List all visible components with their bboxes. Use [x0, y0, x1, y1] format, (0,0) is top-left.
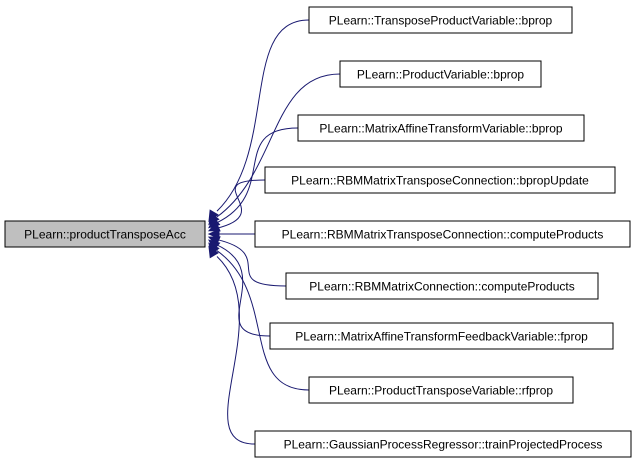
root-node[interactable]: PLearn::productTransposeAcc — [4, 220, 206, 248]
root-node-box — [4, 220, 206, 248]
caller-node-box — [308, 376, 574, 404]
caller-node[interactable]: PLearn::MatrixAffineTransformFeedbackVar… — [269, 322, 614, 350]
call-edge — [208, 245, 256, 445]
call-edge — [207, 228, 255, 240]
call-edge-arrowhead — [207, 221, 221, 232]
caller-node-label: PLearn::TransposeProductVariable::bprop — [329, 14, 553, 28]
call-edge — [208, 73, 341, 226]
caller-node[interactable]: PLearn::ProductVariable::bprop — [339, 60, 542, 88]
caller-node[interactable]: PLearn::GaussianProcessRegressor::trainP… — [254, 430, 632, 458]
call-edge — [208, 242, 310, 391]
caller-node-box — [339, 60, 542, 88]
caller-node-box — [285, 272, 599, 300]
caller-node[interactable]: PLearn::RBMMatrixConnection::computeProd… — [285, 272, 599, 300]
caller-node-label: PLearn::RBMMatrixConnection::computeProd… — [309, 280, 574, 294]
edges-layer — [207, 19, 341, 445]
caller-node-label: PLearn::RBMMatrixTransposeConnection::co… — [282, 228, 604, 242]
call-edge-line — [216, 250, 310, 391]
caller-node-label: PLearn::ProductVariable::bprop — [357, 68, 525, 82]
caller-node-box — [308, 6, 573, 34]
caller-node[interactable]: PLearn::RBMMatrixTransposeConnection::bp… — [264, 166, 616, 194]
caller-node-box — [269, 322, 614, 350]
call-edge-arrowhead — [208, 245, 219, 259]
caller-node-box — [254, 220, 631, 248]
caller-node[interactable]: PLearn::ProductTransposeVariable::rfprop — [308, 376, 574, 404]
caller-node-label: PLearn::MatrixAffineTransformVariable::b… — [319, 122, 563, 136]
call-edge-line — [216, 19, 310, 212]
caller-node-label: PLearn::ProductTransposeVariable::rfprop — [329, 384, 553, 398]
call-edge-line — [216, 73, 341, 218]
call-edge-line — [216, 256, 256, 445]
call-edge-arrowhead — [207, 228, 220, 240]
caller-node-label: PLearn::MatrixAffineTransformFeedbackVar… — [295, 330, 588, 344]
call-edge — [207, 179, 266, 232]
caller-node-box — [297, 114, 585, 142]
call-edge-line — [216, 244, 271, 337]
call-edge-line — [216, 127, 299, 224]
root-node-label: PLearn::productTransposeAcc — [24, 228, 186, 242]
caller-node-box — [254, 430, 632, 458]
call-edge-line — [216, 179, 266, 229]
caller-node[interactable]: PLearn::MatrixAffineTransformVariable::b… — [297, 114, 585, 142]
caller-node-label: PLearn::GaussianProcessRegressor::trainP… — [284, 438, 603, 452]
caller-node-box — [264, 166, 616, 194]
caller-node-label: PLearn::RBMMatrixTransposeConnection::bp… — [291, 174, 589, 188]
nodes-layer: PLearn::productTransposeAcc PLearn::Tran… — [4, 6, 632, 458]
call-edge-line — [216, 239, 287, 287]
caller-node[interactable]: PLearn::TransposeProductVariable::bprop — [308, 6, 573, 34]
caller-node[interactable]: PLearn::RBMMatrixTransposeConnection::co… — [254, 220, 631, 248]
